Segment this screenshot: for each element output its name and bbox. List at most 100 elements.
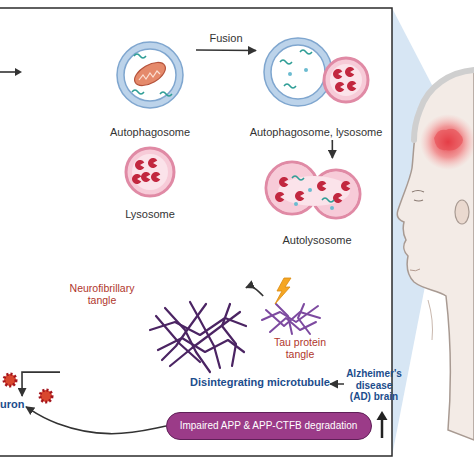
fusion-illustration bbox=[333, 69, 342, 79]
tau-node: Tau protein tangle bbox=[254, 296, 346, 366]
head-profile bbox=[420, 114, 474, 170]
head-profile bbox=[414, 200, 423, 201]
autophagosome-illustration bbox=[131, 58, 169, 91]
node-label: Disintegrating microtubule bbox=[176, 376, 330, 389]
autolysosome-illustration bbox=[333, 193, 342, 203]
process-box: Impaired APP & APP-CTFB degradation bbox=[166, 412, 372, 440]
fusion-illustration bbox=[324, 58, 368, 102]
tau-tangle-drawing bbox=[298, 304, 310, 334]
fusion-illustration bbox=[304, 68, 308, 72]
autophagosome-illustration bbox=[132, 90, 144, 94]
node-label: Tau protein tangle bbox=[264, 336, 336, 360]
lysosome-illustration bbox=[135, 160, 144, 170]
amyloid-plaque bbox=[40, 390, 52, 402]
lysosome-illustration bbox=[141, 172, 150, 182]
fusion-illustration bbox=[300, 50, 312, 54]
fusion-illustration bbox=[284, 84, 296, 88]
amyloid-plaque bbox=[4, 374, 52, 402]
autolysosome-illustration bbox=[278, 176, 350, 206]
amyloid-plaque bbox=[4, 374, 16, 386]
autophagosome-illustration bbox=[124, 49, 176, 101]
fusion-illustration bbox=[335, 82, 344, 92]
autophagosome-illustration bbox=[160, 92, 172, 96]
fusion-illustration bbox=[330, 64, 362, 96]
arrow-connector bbox=[332, 140, 334, 158]
autophagosome-illustration bbox=[139, 71, 160, 80]
autolysosome-illustration bbox=[292, 176, 304, 180]
entry-arrow bbox=[0, 68, 22, 76]
increase-arrow-symbol bbox=[381, 418, 384, 438]
neuron-node: uron bbox=[0, 396, 26, 414]
ad-brain-node: Alzheimer's disease (AD) brain bbox=[344, 366, 404, 410]
autolysosome-illustration bbox=[330, 206, 334, 210]
fusion-illustration bbox=[264, 38, 368, 106]
autophagosome-illustration bbox=[117, 42, 183, 108]
head-profile bbox=[410, 269, 420, 271]
node-label: Lysosome bbox=[105, 208, 195, 221]
neurofibrillary-tangle-drawing bbox=[150, 302, 246, 372]
arrow-connector bbox=[26, 407, 166, 434]
lysosome-illustration bbox=[132, 154, 168, 190]
lysosome-illustration bbox=[126, 148, 174, 196]
node-label: Alzheimer's disease (AD) brain bbox=[344, 368, 404, 403]
lysosome-illustration bbox=[132, 174, 141, 184]
fusion-illustration bbox=[271, 45, 325, 99]
lysosome-illustration bbox=[151, 172, 160, 182]
autolysosome-illustration bbox=[275, 192, 284, 202]
arrow-connector bbox=[246, 287, 263, 296]
tangle-node: Neurofibrillary tangle bbox=[60, 280, 246, 376]
lightning-symbol bbox=[275, 278, 291, 304]
head-profile bbox=[412, 191, 424, 193]
arrow-connector bbox=[196, 49, 256, 51]
fusion-node: Autophagosome, lysosome bbox=[256, 36, 376, 140]
tau-tangle-drawing bbox=[262, 304, 320, 334]
node-label: Autolysosome bbox=[262, 234, 372, 247]
autolysosome-illustration bbox=[308, 188, 312, 192]
entry-arrow bbox=[0, 71, 17, 73]
connector-group bbox=[22, 50, 344, 434]
increase-arrow-symbol bbox=[377, 411, 388, 420]
node-label: Impaired APP & APP-CTFB degradation bbox=[167, 420, 370, 432]
autophagosome-illustration bbox=[117, 42, 183, 108]
neurofibrillary-tangle-drawing bbox=[222, 304, 236, 366]
autophagosome-illustration bbox=[134, 54, 146, 58]
edge-label: Fusion bbox=[196, 32, 256, 45]
arrow-connector bbox=[22, 372, 60, 396]
node-label: Autophagosome bbox=[90, 126, 210, 139]
fusion-illustration bbox=[347, 81, 356, 91]
head-profile bbox=[428, 300, 433, 340]
tau-tangle-drawing bbox=[276, 304, 292, 334]
lysosome-node: Lysosome bbox=[115, 146, 185, 224]
lysosome-illustration bbox=[148, 158, 157, 168]
autolysosome-illustration bbox=[294, 202, 298, 206]
autolysosome-illustration bbox=[279, 177, 288, 187]
autolysosome-node: Autolysosome bbox=[262, 158, 372, 248]
autolysosome-illustration bbox=[341, 181, 350, 191]
lysosome-illustration bbox=[126, 148, 174, 196]
node-label: Neurofibrillary tangle bbox=[60, 282, 144, 306]
fusion-illustration bbox=[345, 67, 354, 77]
microtubule-node: Disintegrating microtubule bbox=[176, 376, 330, 392]
fusion-illustration bbox=[280, 60, 292, 64]
fusion-illustration bbox=[264, 38, 332, 106]
autolysosome-illustration bbox=[317, 181, 326, 191]
autolysosome-illustration bbox=[266, 162, 360, 218]
fusion-illustration bbox=[288, 72, 292, 76]
neurofibrillary-tangle-drawing bbox=[162, 304, 206, 360]
head-profile bbox=[434, 129, 463, 151]
panel-frame bbox=[0, 8, 392, 456]
autophagosome-node: Autophagosome bbox=[104, 40, 196, 140]
increase-arrow-symbol bbox=[377, 411, 388, 438]
node-label: uron bbox=[0, 398, 30, 411]
arrow-connector bbox=[330, 383, 344, 385]
entry-arrow bbox=[15, 68, 22, 76]
node-label: Autophagosome, lysosome bbox=[240, 126, 392, 139]
autolysosome-illustration bbox=[322, 198, 334, 202]
tau-tangle-drawing bbox=[266, 310, 320, 326]
head-profile bbox=[397, 70, 474, 440]
autolysosome-illustration bbox=[295, 191, 304, 201]
